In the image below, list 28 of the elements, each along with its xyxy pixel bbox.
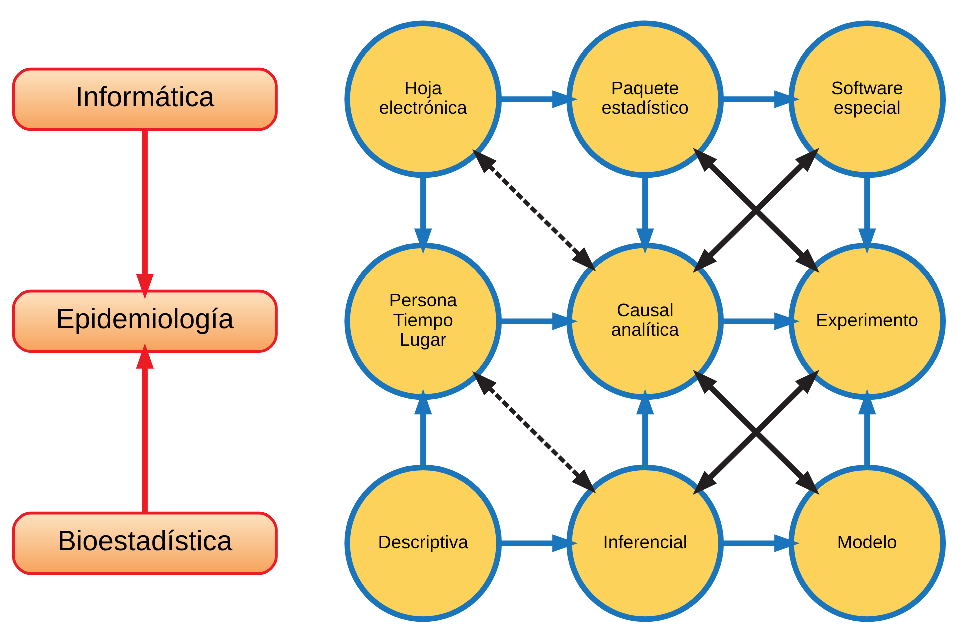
node-circle: Descriptiva <box>344 464 502 622</box>
node-circle: Paquete estadístico <box>566 20 724 178</box>
arrow <box>414 388 432 468</box>
arrow <box>136 130 154 299</box>
node-circle: Modelo <box>788 464 946 622</box>
arrow <box>721 90 800 108</box>
node-box: Informática <box>12 67 278 131</box>
arrow <box>636 175 654 254</box>
node-box: Bioestadística <box>12 511 278 575</box>
node-circle: Causal analítica <box>566 242 724 400</box>
arrow <box>472 370 596 494</box>
node-circle: Software especial <box>788 20 946 178</box>
arrow <box>499 312 578 330</box>
arrow <box>414 175 432 254</box>
node-circle: Inferencial <box>566 464 724 622</box>
node-circle: Hoja electrónica <box>344 20 502 178</box>
arrow <box>472 148 596 272</box>
arrow <box>721 534 800 552</box>
arrow <box>636 388 654 468</box>
arrow <box>136 343 154 512</box>
arrow <box>858 388 876 468</box>
node-circle: Experimento <box>788 242 946 400</box>
arrow <box>499 90 578 108</box>
arrow <box>499 534 578 552</box>
node-box: Epidemiología <box>12 289 278 353</box>
node-circle: Persona Tiempo Lugar <box>344 242 502 400</box>
arrow <box>721 312 800 330</box>
arrow <box>858 175 876 254</box>
